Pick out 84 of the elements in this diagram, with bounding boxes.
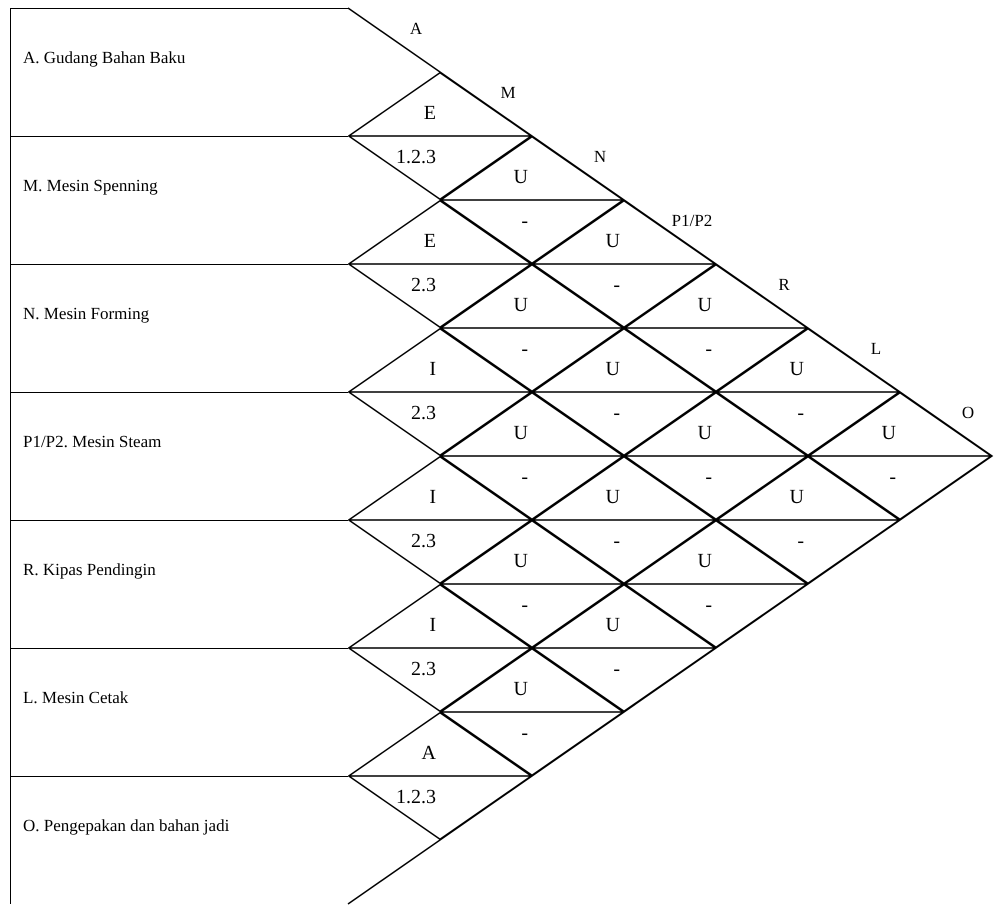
reason-code: - [705, 338, 712, 360]
reason-code: - [613, 530, 620, 552]
closeness-rating: I [429, 614, 436, 636]
relationship-diamond [440, 264, 624, 392]
reason-code: - [521, 722, 528, 744]
department-row [10, 392, 348, 520]
closeness-rating: U [882, 422, 896, 444]
closeness-rating: A [422, 742, 436, 764]
department-name: A. Gudang Bahan Baku [23, 47, 186, 69]
department-name: R. Kipas Pendingin [23, 559, 157, 581]
relationship-diamond [624, 520, 808, 648]
department-row [10, 648, 348, 776]
reason-code: - [889, 466, 896, 488]
closeness-rating: U [606, 230, 620, 252]
closeness-rating: U [514, 550, 528, 572]
reason-code: 2.3 [411, 402, 436, 424]
closeness-rating: U [514, 294, 528, 316]
column-header: R [778, 275, 790, 296]
closeness-rating: E [424, 230, 436, 252]
relationship-diamond [624, 264, 808, 392]
relationship-diamond [716, 328, 900, 456]
department-name: N. Mesin Forming [23, 303, 150, 325]
reason-code: - [797, 402, 804, 424]
department-row [10, 136, 348, 264]
relationship-diamond [440, 648, 624, 776]
reason-code: 1.2.3 [396, 786, 436, 808]
reason-code: 2.3 [411, 274, 436, 296]
department-row [10, 776, 348, 904]
reason-code: - [613, 402, 620, 424]
reason-code: - [705, 466, 712, 488]
relationship-diamond [532, 200, 716, 328]
department-row [10, 264, 348, 392]
reason-code: 1.2.3 [396, 146, 436, 168]
relationship-diamond [348, 456, 532, 584]
relationship-diamond [348, 72, 532, 200]
relationship-diamond [532, 328, 716, 456]
closeness-rating: U [790, 486, 804, 508]
column-header: M [500, 83, 516, 104]
reason-code: - [613, 274, 620, 296]
relationship-diamond [440, 520, 624, 648]
department-row [10, 8, 348, 136]
relationship-diamond [808, 392, 992, 520]
department-row [10, 520, 348, 648]
relationship-diamond [348, 584, 532, 712]
department-name: L. Mesin Cetak [23, 687, 130, 709]
column-header: O [962, 403, 974, 424]
reason-code: - [521, 466, 528, 488]
closeness-rating: I [429, 486, 436, 508]
column-header: P1/P2 [672, 211, 712, 232]
department-name: O. Pengepakan dan bahan jadi [23, 815, 230, 837]
closeness-rating: U [606, 358, 620, 380]
closeness-rating: U [698, 550, 712, 572]
relationship-diamond [624, 392, 808, 520]
relationship-diamond [440, 392, 624, 520]
closeness-rating: U [698, 422, 712, 444]
closeness-rating: U [514, 422, 528, 444]
relationship-diamond [348, 328, 532, 456]
relationship-diamond [532, 584, 716, 712]
reason-code: - [521, 210, 528, 232]
reason-code: - [521, 338, 528, 360]
reason-code: - [521, 594, 528, 616]
closeness-rating: U [790, 358, 804, 380]
closeness-rating: U [606, 614, 620, 636]
column-header: A [410, 19, 422, 40]
department-name: P1/P2. Mesin Steam [23, 431, 162, 453]
department-name: M. Mesin Spenning [23, 175, 159, 197]
reason-code: 2.3 [411, 530, 436, 552]
closeness-rating: I [429, 358, 436, 380]
reason-code: - [797, 530, 804, 552]
column-header: N [594, 147, 606, 168]
closeness-rating: U [514, 166, 528, 188]
relationship-diamond [532, 456, 716, 584]
closeness-rating: U [606, 486, 620, 508]
reason-code: - [613, 658, 620, 680]
relationship-diamond [348, 200, 532, 328]
relationship-diamond [716, 456, 900, 584]
reason-code: - [705, 594, 712, 616]
closeness-rating: U [514, 678, 528, 700]
closeness-rating: U [698, 294, 712, 316]
reason-code: 2.3 [411, 658, 436, 680]
column-header: L [870, 339, 882, 360]
relationship-diamond [440, 136, 624, 264]
relationship-diamond [348, 712, 532, 840]
closeness-rating: E [424, 102, 436, 124]
